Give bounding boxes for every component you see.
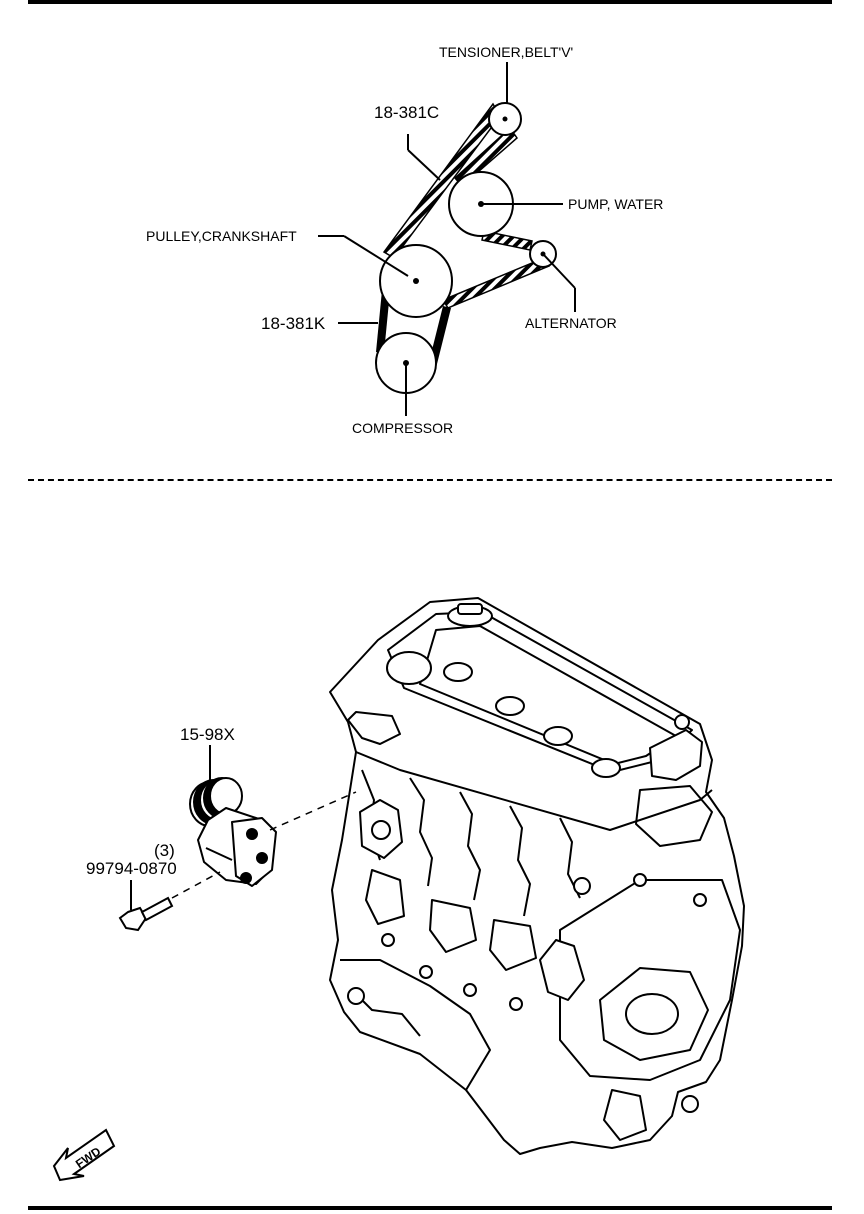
label-bolt-99794-0870: 99794-0870 bbox=[86, 859, 177, 878]
label-part-15-98x: 15-98X bbox=[180, 725, 235, 744]
section-divider bbox=[28, 479, 832, 481]
engine-illustration bbox=[329, 597, 745, 1155]
label-compressor: COMPRESSOR bbox=[352, 420, 453, 436]
pulley-tensioner bbox=[488, 102, 522, 136]
part-bolt-99794-0870 bbox=[118, 896, 174, 932]
bottom-rule bbox=[28, 1206, 832, 1210]
part-leader-lines bbox=[130, 745, 211, 910]
part-15-98x-assembly bbox=[189, 777, 277, 887]
label-bolt-qty: (3) bbox=[154, 841, 175, 860]
label-pump-water: PUMP, WATER bbox=[568, 196, 663, 212]
leader-lines bbox=[318, 62, 576, 416]
label-tensioner-belt: TENSIONER,BELT'V' bbox=[439, 44, 573, 60]
belt-18-381c bbox=[382, 102, 551, 309]
pulley-crankshaft bbox=[379, 244, 453, 318]
fwd-arrow-icon: FWD bbox=[52, 1128, 116, 1182]
label-belt-18-381k: 18-381K bbox=[261, 314, 326, 333]
label-belt-18-381c: 18-381C bbox=[374, 103, 439, 122]
top-rule bbox=[28, 0, 832, 4]
belt-layout-diagram: TENSIONER,BELT'V' 18-381C PUMP, WATER PU… bbox=[146, 44, 663, 436]
assembly-lines bbox=[171, 791, 357, 899]
label-alternator: ALTERNATOR bbox=[525, 315, 617, 331]
label-pulley-crankshaft: PULLEY,CRANKSHAFT bbox=[146, 228, 297, 244]
